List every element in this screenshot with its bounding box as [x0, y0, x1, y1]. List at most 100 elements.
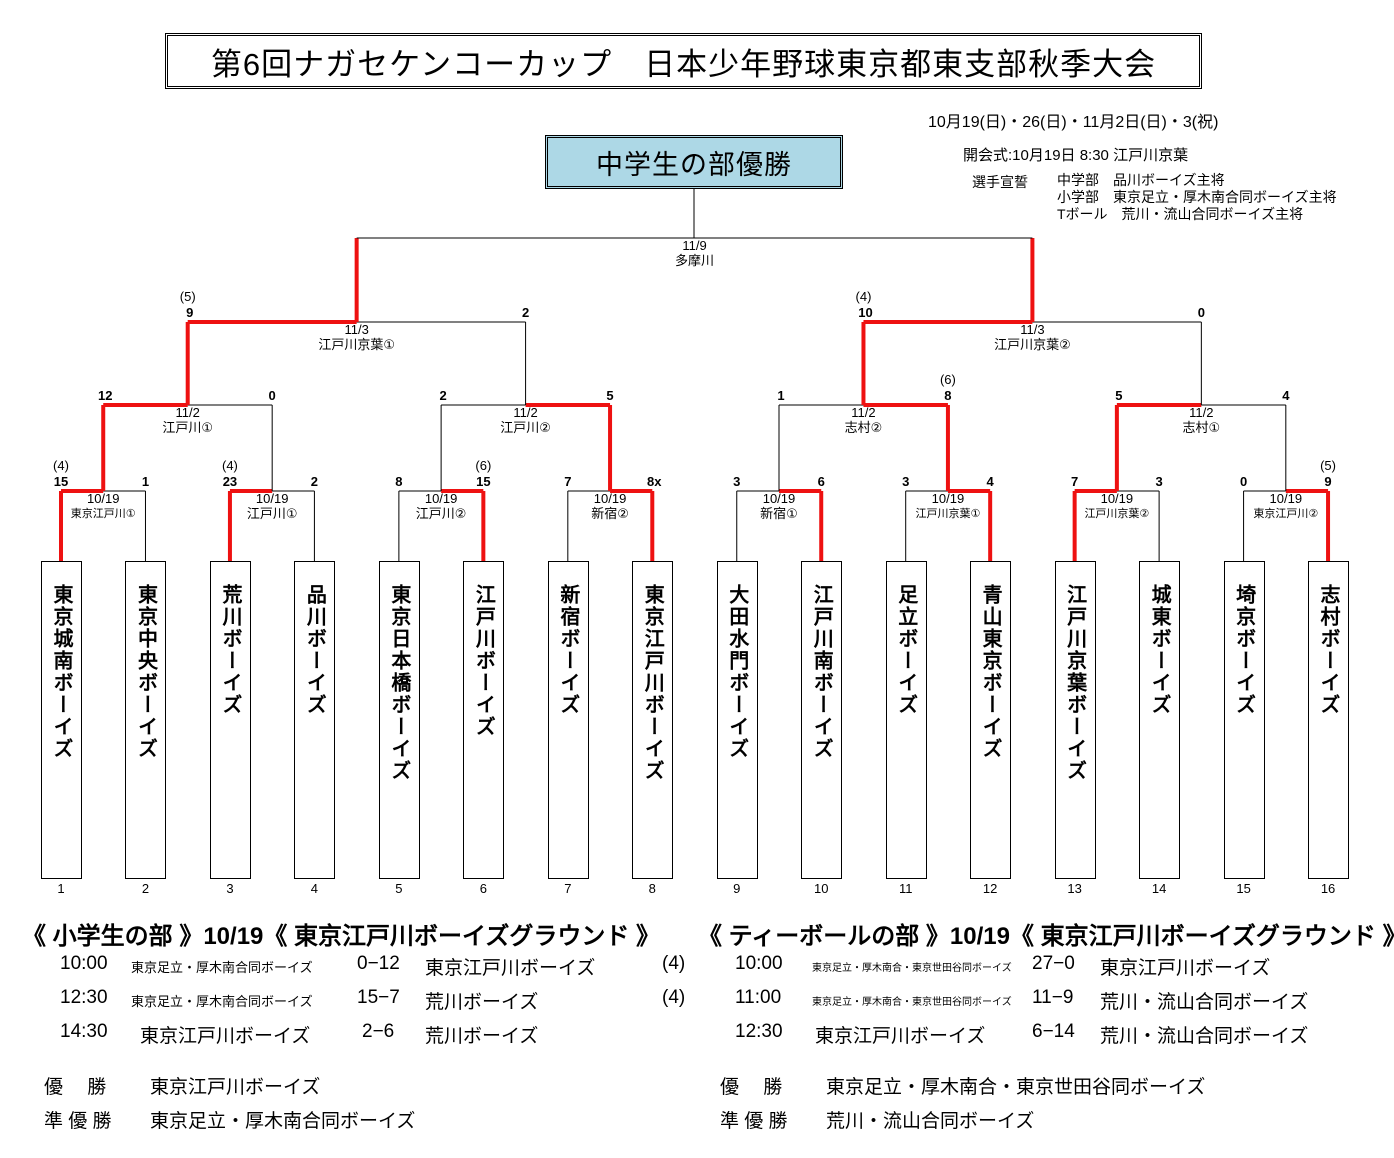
team-number: 11 [898, 881, 913, 896]
team-box: 荒川ボーイズ [209, 561, 251, 879]
elementary-winner-label: 優 勝 [44, 1077, 107, 1098]
seed-left: (5) [179, 289, 196, 304]
game-away: 荒川・流山合同ボーイズ [1100, 1026, 1309, 1047]
score-right: 0 [268, 388, 276, 403]
team-number: 12 [982, 881, 998, 896]
match-date: 11/3 [1020, 322, 1045, 337]
game-time: 12:30 [60, 987, 108, 1008]
score-left: 2 [439, 388, 447, 403]
team-number: 14 [1151, 881, 1167, 896]
team-box: 江戸川南ボーイズ [801, 561, 843, 879]
team-number: 15 [1236, 881, 1251, 896]
score-left: 5 [1115, 388, 1123, 403]
score-right: 4 [1282, 388, 1290, 403]
match-venue: 江戸川② [500, 420, 551, 435]
team-number: 8 [648, 881, 656, 896]
team-name: 品川ボーイズ [303, 584, 326, 716]
score-left: 23 [222, 474, 238, 489]
champion-box: 中学生の部優勝 [545, 135, 843, 189]
match-date: 10/19 [593, 491, 627, 506]
game-away: 荒川ボーイズ [425, 1026, 539, 1047]
team-number: 2 [141, 881, 150, 896]
team-box: 東京中央ボーイズ [125, 561, 167, 879]
match-date: 10/19 [1100, 491, 1134, 506]
seed-left: (4) [53, 458, 69, 473]
game-away: 荒川・流山合同ボーイズ [1100, 992, 1309, 1013]
score-left: 7 [1071, 474, 1079, 489]
page-title: 第6回ナガセケンコーカップ 日本少年野球東京都東支部秋季大会 [165, 33, 1202, 89]
match-venue: 東京江戸川① [70, 508, 136, 520]
team-box: 青山東京ボーイズ [970, 561, 1012, 879]
match-venue: 新宿② [591, 506, 629, 521]
team-name: 城東ボーイズ [1148, 584, 1171, 716]
team-box: 城東ボーイズ [1139, 561, 1181, 879]
bracket-lines [59, 188, 1331, 561]
team-number: 10 [813, 881, 829, 896]
match-venue: 新宿① [760, 506, 798, 521]
game-away: 東京江戸川ボーイズ [425, 958, 596, 979]
game-home: 東京江戸川ボーイズ [815, 1026, 986, 1047]
team-name: 荒川ボーイズ [218, 584, 241, 716]
score-left: 8 [395, 474, 403, 489]
teeball-header: 《 ティーボールの部 》10/19《 東京江戸川ボーイズグラウンド 》 [698, 923, 1394, 950]
team-box: 大田水門ボーイズ [716, 561, 758, 879]
opening-ceremony: 開会式:10月19日 8:30 江戸川京葉 [963, 147, 1189, 164]
seed-right: (5) [1320, 458, 1336, 473]
game-note: (4) [662, 953, 686, 974]
game-score: 15−7 [357, 987, 400, 1008]
team-number: 13 [1067, 881, 1082, 896]
team-name: 東京江戸川ボーイズ [641, 584, 664, 782]
team-name: 江戸川京葉ボーイズ [1063, 584, 1086, 782]
team-box: 埼京ボーイズ [1223, 561, 1265, 879]
game-home: 東京足立・厚木南合同ボーイズ [131, 960, 313, 975]
team-name: 大田水門ボーイズ [725, 584, 748, 760]
score-right: 2 [521, 305, 530, 320]
team-number: 5 [395, 881, 403, 896]
team-box: 新宿ボーイズ [547, 561, 589, 879]
team-box: 東京城南ボーイズ [41, 561, 82, 879]
team-number: 16 [1320, 881, 1336, 896]
match-venue: 江戸川京葉② [1084, 508, 1150, 520]
match-date: 11/2 [1189, 405, 1214, 420]
game-away: 荒川ボーイズ [425, 992, 539, 1013]
team-name: 東京中央ボーイズ [134, 584, 157, 760]
team-box: 東京日本橋ボーイズ [378, 561, 420, 879]
match-venue: 江戸川京葉① [915, 508, 981, 520]
game-score: 6−14 [1032, 1021, 1075, 1042]
score-left: 3 [902, 474, 910, 489]
team-number: 9 [733, 881, 741, 896]
teeball-runner: 荒川・流山合同ボーイズ [826, 1111, 1035, 1132]
team-name: 埼京ボーイズ [1232, 584, 1255, 716]
teeball-winner: 東京足立・厚木南合・東京世田谷同ボーイズ [826, 1077, 1206, 1098]
oath-list: 中学部 品川ボーイズ主将 小学部 東京足立・厚木南合同ボーイズ主将 Tボール 荒… [1057, 172, 1337, 223]
match-venue: 江戸川② [415, 506, 467, 521]
oath-label: 選手宣誓 [972, 174, 1028, 190]
tournament-dates: 10月19(日)・26(日)・11月2日(日)・3(祝) [928, 114, 1219, 131]
score-right: 6 [817, 474, 825, 489]
score-left: 3 [733, 474, 741, 489]
team-box: 品川ボーイズ [294, 561, 336, 879]
match-venue: 志村① [1182, 420, 1221, 435]
team-box: 足立ボーイズ [885, 561, 927, 879]
elementary-runner-label: 準 優 勝 [44, 1111, 112, 1132]
oath-line: 中学部 品川ボーイズ主将 [1057, 172, 1225, 188]
team-name: 新宿ボーイズ [556, 584, 579, 716]
seed-left: (4) [221, 458, 238, 473]
score-left: 7 [564, 474, 572, 489]
oath-line: 小学部 東京足立・厚木南合同ボーイズ主将 [1057, 189, 1337, 205]
team-number: 1 [57, 881, 65, 896]
score-left: 15 [53, 474, 69, 489]
score-right: 4 [986, 474, 994, 489]
match-date: 10/19 [762, 491, 796, 506]
team-number: 6 [479, 881, 487, 896]
team-name: 江戸川南ボーイズ [810, 584, 833, 760]
team-number: 4 [310, 881, 319, 896]
score-left: 10 [858, 305, 873, 320]
match-venue: 江戸川京葉① [318, 337, 395, 352]
score-left: 12 [98, 388, 113, 403]
score-right: 1 [141, 474, 150, 489]
match-date: 10/19 [255, 491, 289, 506]
match-date: 10/19 [424, 491, 458, 506]
team-name: 東京城南ボーイズ [50, 584, 72, 760]
match-venue: 江戸川① [246, 506, 298, 521]
